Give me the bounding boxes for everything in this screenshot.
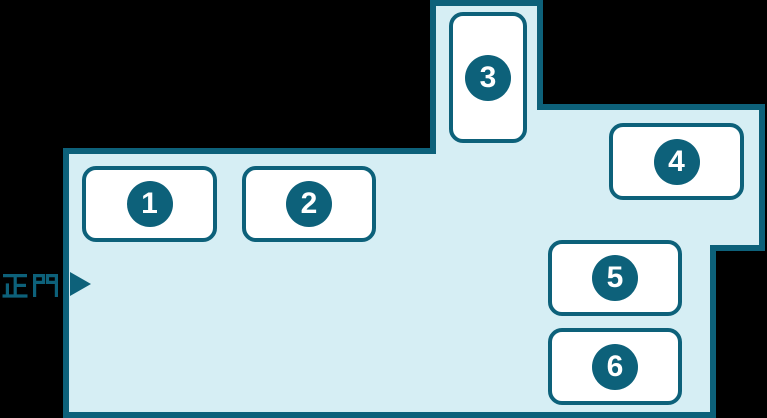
- glyph-stroke: [34, 274, 46, 284]
- building-2-badge: 2: [286, 181, 332, 227]
- main-gate-arrow-icon: [70, 272, 91, 296]
- glyph-stroke: [45, 274, 57, 284]
- building-1-badge: 1: [126, 181, 173, 227]
- building-5-badge: 5: [592, 255, 638, 301]
- building-card-3: 3: [449, 12, 527, 143]
- building-card-6: 6: [548, 328, 682, 405]
- building-card-4: 4: [609, 123, 744, 200]
- building-6-badge: 6: [592, 343, 638, 390]
- building-card-5: 5: [548, 240, 682, 316]
- building-4-badge: 4: [653, 138, 700, 185]
- building-card-1: 1: [82, 166, 217, 242]
- main-gate-label: [2, 274, 58, 298]
- building-3-badge: 3: [465, 54, 511, 101]
- building-card-2: 2: [242, 166, 376, 242]
